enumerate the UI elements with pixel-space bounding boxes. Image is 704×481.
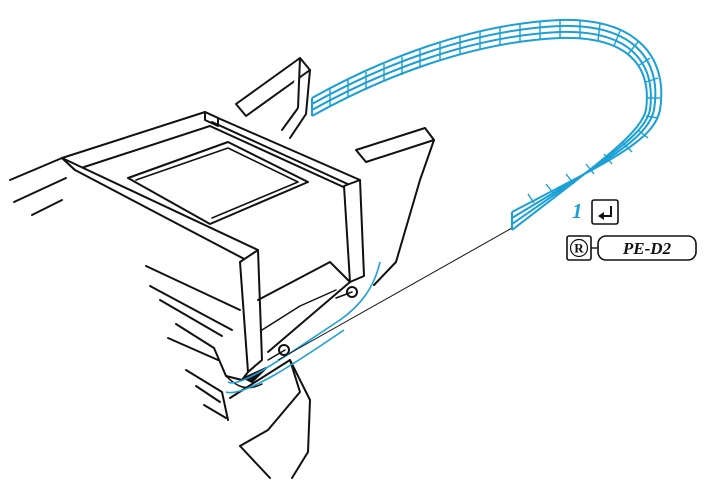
part-number-label: 1	[572, 199, 583, 223]
chassis-frame-drawing	[9, 57, 435, 479]
installed-trim-highlight	[225, 261, 381, 394]
part-code-label: PE-D2	[622, 239, 672, 258]
registered-r-icon: R	[566, 235, 592, 261]
return-arrow-icon	[591, 199, 619, 225]
leader-line	[277, 227, 513, 361]
edge-trim-part	[311, 18, 663, 231]
registered-symbol: R	[574, 241, 584, 256]
part-callout: 1 R PE-D2	[566, 199, 697, 261]
part-code-badge: PE-D2	[597, 235, 697, 261]
